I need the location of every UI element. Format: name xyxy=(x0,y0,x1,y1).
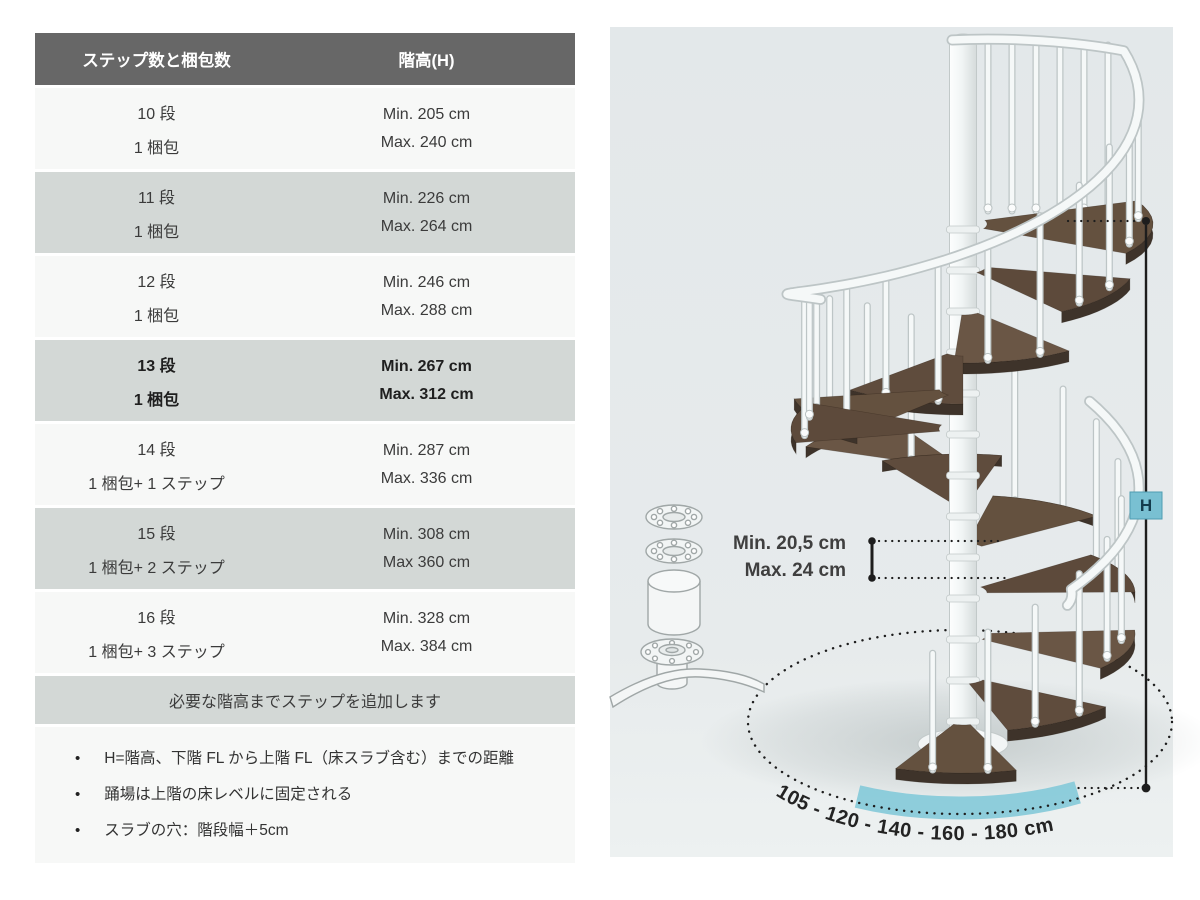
riser-min-label: Min. 20,5 cm xyxy=(733,533,846,554)
cell-steps: 15 段 xyxy=(137,525,176,543)
cell-package: 1 梱包+ 3 ステップ xyxy=(88,643,225,661)
riser-dimension-annotation: Min. 20,5 cm Max. 24 cm xyxy=(733,533,1007,582)
spacer-ring-part xyxy=(645,538,703,564)
cell-max: Max. 288 cm xyxy=(380,301,473,319)
cell-steps: 12 段 xyxy=(137,273,176,291)
cell-max: Max. 384 cm xyxy=(380,637,473,655)
height-dimension-line: H xyxy=(1066,217,1163,793)
diameter-highlight-arc xyxy=(854,781,1081,820)
cell-steps: 16 段 xyxy=(137,609,176,627)
cell-steps: 11 段 xyxy=(137,189,176,207)
notes-list: H=階高、下階 FL から上階 FL（床スラブ含む）までの距離 踊場は上階の床レ… xyxy=(35,727,575,863)
table-row: 10 段 1 梱包 Min. 205 cm Max. 240 cm xyxy=(35,88,575,169)
cell-min: Min. 287 cm xyxy=(382,441,471,459)
cell-package: 1 梱包 xyxy=(133,139,180,157)
table-row: 12 段 1 梱包 Min. 246 cm Max. 288 cm xyxy=(35,256,575,337)
spacer-cylinder-part xyxy=(647,569,701,636)
note-item: 踊場は上階の床レベルに固定される xyxy=(35,775,565,811)
header-cell-steps: ステップ数と梱包数 xyxy=(82,52,231,70)
table-header: ステップ数と梱包数 階高(H) xyxy=(35,33,575,85)
cell-min: Min. 328 cm xyxy=(382,609,471,627)
table-row: 14 段 1 梱包+ 1 ステップ Min. 287 cm Max. 336 cm xyxy=(35,424,575,505)
footer-note: 必要な階高までステップを追加します xyxy=(35,676,575,724)
staircase-handrails xyxy=(781,33,1145,611)
riser-max-label: Max. 24 cm xyxy=(745,560,846,581)
cell-package: 1 梱包 xyxy=(133,223,180,241)
curved-base-plate-part xyxy=(609,668,765,709)
cell-min: Min. 267 cm xyxy=(381,357,472,375)
cell-steps: 13 段 xyxy=(137,357,176,375)
cell-max: Max. 312 cm xyxy=(379,385,474,403)
table-row-highlighted: 13 段 1 梱包 Min. 267 cm Max. 312 cm xyxy=(35,340,575,421)
height-label-badge xyxy=(1129,491,1163,520)
table-row: 16 段 1 梱包+ 3 ステップ Min. 328 cm Max. 384 cm xyxy=(35,592,575,673)
note-item: H=階高、下階 FL から上階 FL（床スラブ含む）までの距離 xyxy=(35,739,565,775)
cell-package: 1 梱包+ 1 ステップ xyxy=(88,475,225,493)
spec-table: ステップ数と梱包数 階高(H) 10 段 1 梱包 Min. 205 cm Max.… xyxy=(35,33,575,863)
header-cell-height: 階高(H) xyxy=(398,52,455,70)
cell-max: Max. 336 cm xyxy=(380,469,473,487)
cell-min: Min. 308 cm xyxy=(382,525,471,543)
cell-min: Min. 246 cm xyxy=(382,273,471,291)
table-row: 11 段 1 梱包 Min. 226 cm Max. 264 cm xyxy=(35,172,575,253)
cell-max: Max. 240 cm xyxy=(380,133,473,151)
cell-package: 1 梱包 xyxy=(133,391,180,409)
cell-steps: 14 段 xyxy=(137,441,176,459)
spacer-ring-part xyxy=(645,504,703,530)
cell-max: Max 360 cm xyxy=(382,553,471,571)
cell-min: Min. 226 cm xyxy=(382,189,471,207)
cell-package: 1 梱包+ 2 ステップ xyxy=(88,559,225,577)
cell-steps: 10 段 xyxy=(137,105,176,123)
note-item: スラブの穴：階段幅＋5cm xyxy=(35,811,565,847)
cell-max: Max. 264 cm xyxy=(380,217,473,235)
height-label: H xyxy=(1140,496,1152,515)
cell-min: Min. 205 cm xyxy=(382,105,471,123)
table-row: 15 段 1 梱包+ 2 ステップ Min. 308 cm Max 360 cm xyxy=(35,508,575,589)
cell-package: 1 梱包 xyxy=(133,307,180,325)
pole-parts-diagram xyxy=(609,504,765,709)
staircase-front-treads xyxy=(790,79,1154,785)
